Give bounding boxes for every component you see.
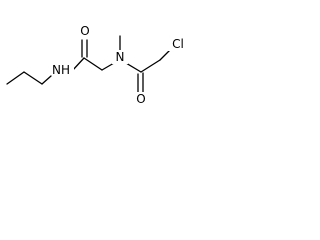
bond-ch-methyl-down (23, 71, 43, 85)
atom-label-nitrogen: N (116, 50, 125, 64)
bond-ch-nh (41, 75, 52, 85)
bond-methyl-left-ch (6, 71, 25, 85)
bond-carbonyl-left-ch2 (83, 57, 103, 71)
bond-carbonyl-right-ch2 (140, 59, 161, 73)
atom-label-chlorine: Cl (172, 37, 184, 51)
bond-n-carbonyl-right (125, 62, 142, 73)
molecule-drawing: O NH N O Cl (6, 24, 188, 106)
bonds-group (6, 35, 173, 93)
chemical-structure-diagram: O NH N O Cl (0, 0, 216, 121)
atom-label-oxygen-right: O (136, 92, 145, 106)
bond-ch2-n (101, 62, 115, 71)
atom-label-nh: NH (52, 63, 70, 77)
atom-label-oxygen-left: O (80, 24, 89, 38)
atom-labels-group: O NH N O Cl (52, 24, 188, 106)
